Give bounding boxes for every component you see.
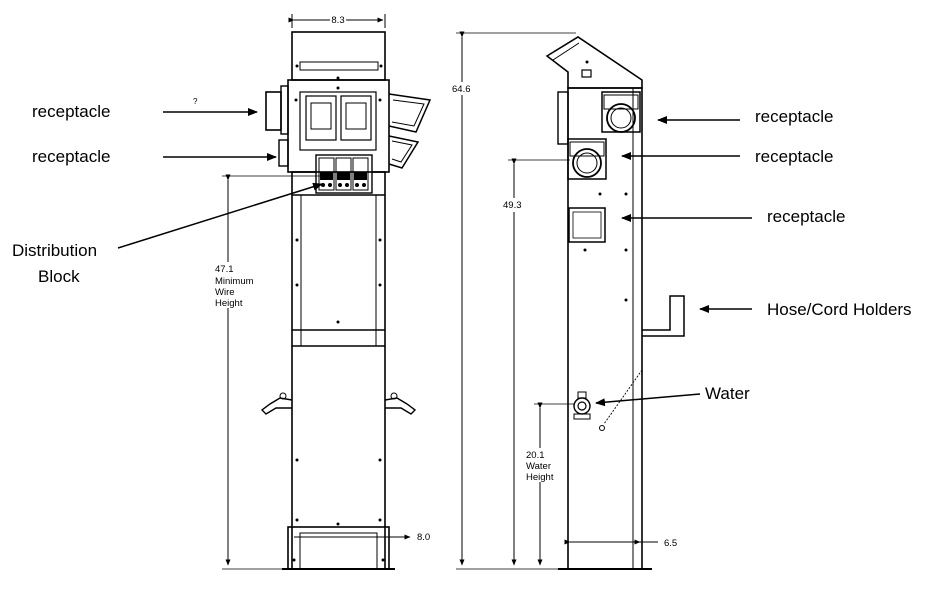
side-receptacle-plate xyxy=(568,207,606,243)
receptacle-label-4: receptacle xyxy=(755,147,833,166)
water-height-label-2: Height xyxy=(526,472,554,483)
front-top-cap xyxy=(291,31,386,81)
hose-cord-holders-label: Hose/Cord Holders xyxy=(767,300,912,319)
water-label: Water xyxy=(705,384,750,403)
front-right-faucet xyxy=(384,392,417,415)
side-main-body xyxy=(567,87,643,570)
min-wire-height-dimension: 47.1 Minimum Wire Height xyxy=(212,174,330,570)
top-width-value: 8.3 xyxy=(331,15,344,26)
receptacle-height-dimension: 49.3 xyxy=(500,158,570,566)
base-width-dimension: 8.0 xyxy=(294,532,430,543)
side-view: 64.6 49.3 20.1 Water Height 6.5 xyxy=(450,31,685,570)
min-wire-height-label-2: Wire xyxy=(215,287,235,298)
front-outlet-left xyxy=(305,95,337,141)
side-callouts: receptacle receptacle receptacle Hose/Co… xyxy=(595,107,912,407)
distribution-block xyxy=(315,154,373,194)
receptacle-label-3: receptacle xyxy=(755,107,833,126)
side-back-plate xyxy=(557,91,569,145)
side-receptacle-upper xyxy=(601,91,641,133)
receptacle-label-1: receptacle xyxy=(32,102,110,121)
overall-height-value: 64.6 xyxy=(452,84,471,95)
front-left-faucet xyxy=(260,392,293,415)
front-view: 8.3 xyxy=(212,13,432,570)
right-side-receptacles xyxy=(388,93,432,169)
water-height-label-1: Water xyxy=(526,461,551,472)
front-outlet-right xyxy=(340,95,372,141)
receptacle-label-5: receptacle xyxy=(767,207,845,226)
hose-cord-holder xyxy=(642,295,685,337)
receptacle-height-value: 49.3 xyxy=(503,200,522,211)
water-height-dimension: 20.1 Water Height xyxy=(522,402,574,566)
water-height-value: 20.1 xyxy=(526,450,545,461)
side-indicator xyxy=(581,69,592,78)
min-wire-height-label-3: Height xyxy=(215,298,243,309)
min-wire-height-label-1: Minimum xyxy=(215,276,254,287)
side-top-cap xyxy=(545,36,643,89)
distribution-block-label-1: Distribution xyxy=(12,241,97,260)
side-water-faucet xyxy=(573,391,591,420)
side-depth-value: 6.5 xyxy=(664,538,677,549)
front-main-body xyxy=(291,171,386,570)
front-callouts: receptacle ? receptacle Distribution Blo… xyxy=(12,97,323,286)
side-receptacle-middle xyxy=(567,138,607,180)
distribution-block-label-2: Block xyxy=(38,267,80,286)
base-width-value: 8.0 xyxy=(417,532,430,543)
receptacle-label-2: receptacle xyxy=(32,147,110,166)
overall-height-dimension: 64.6 xyxy=(450,31,576,570)
side-depth-dimension: 6.5 xyxy=(564,538,677,549)
hanging-chain xyxy=(599,369,643,431)
stray-mark: ? xyxy=(193,97,198,106)
top-width-dimension: 8.3 xyxy=(288,13,386,28)
left-side-receptacle xyxy=(265,85,289,167)
min-wire-height-value: 47.1 xyxy=(215,264,234,275)
